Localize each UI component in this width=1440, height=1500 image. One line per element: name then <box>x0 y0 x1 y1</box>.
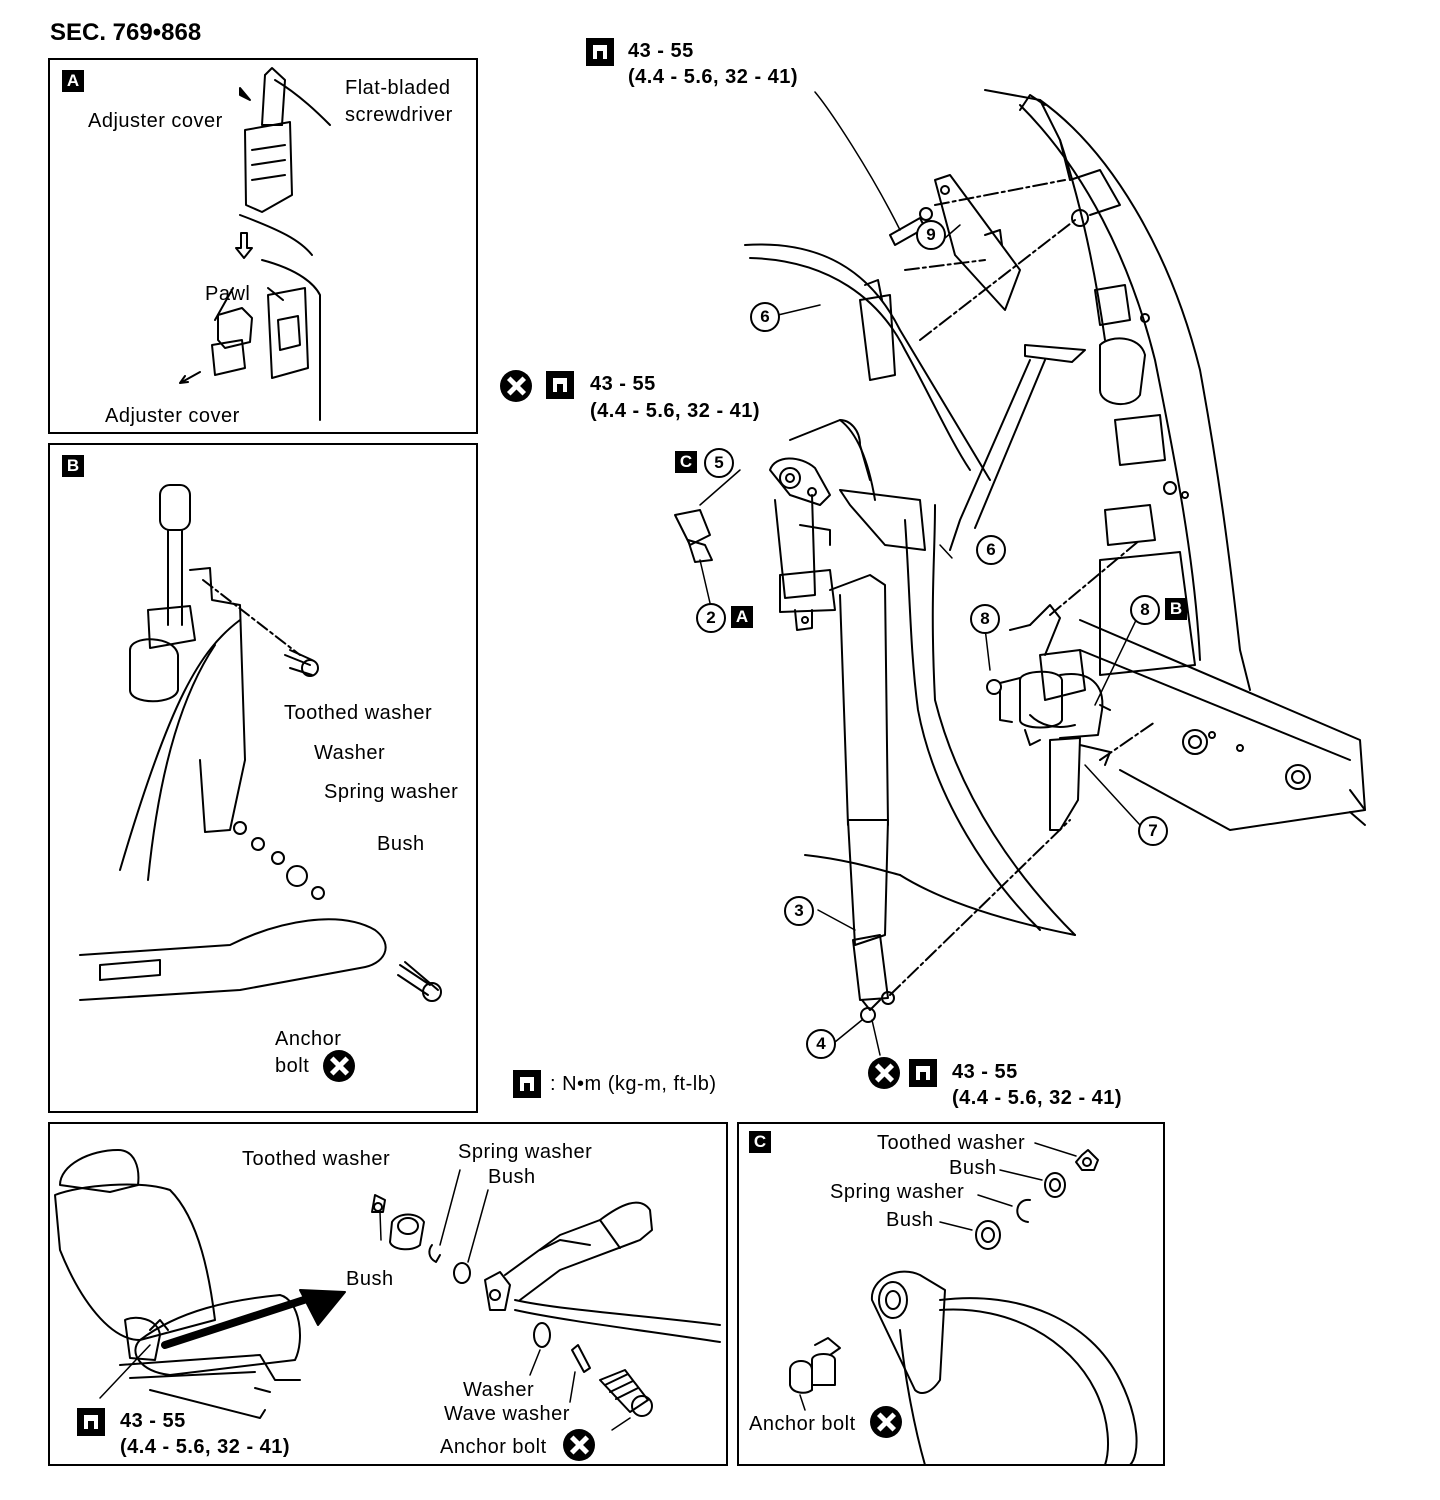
seat-torque-detail: (4.4 - 5.6, 32 - 41) <box>120 1436 291 1458</box>
panel-a-illustration <box>179 67 331 421</box>
seat-torque-wrench-icon <box>77 1408 105 1436</box>
callout-6-upper: 6 <box>750 302 780 332</box>
callout-8-right: 8 <box>1130 595 1160 625</box>
seat-toothed-washer-label: Toothed washer <box>242 1148 391 1170</box>
legend-torque-wrench-icon <box>513 1070 541 1098</box>
panel-b-illustration <box>79 484 442 1002</box>
main-assembly-illustration <box>674 89 1366 1023</box>
panel-seat-illustration <box>54 1149 721 1431</box>
mid-torque-wrench-icon <box>546 371 574 399</box>
callout-5: 5 <box>704 448 734 478</box>
panel-seat <box>48 1122 728 1466</box>
seat-spring-washer-label: Spring washer <box>458 1141 593 1163</box>
b-washer-label: Washer <box>314 742 386 764</box>
b-do-not-reuse-icon <box>323 1050 355 1082</box>
adjuster-cover-top-label: Adjuster cover <box>88 110 223 132</box>
bottom-do-not-reuse-icon <box>868 1057 900 1089</box>
b-anchor-label: Anchor <box>275 1028 342 1050</box>
b-bolt-label: bolt <box>275 1055 310 1077</box>
mid-torque-value: 43 - 55 <box>590 373 656 395</box>
panel-c-badge: C <box>749 1131 771 1153</box>
flat-bladed-label: Flat-bladed <box>345 77 451 99</box>
c-anchor-bolt-label: Anchor bolt <box>749 1413 856 1435</box>
legend-units: : N•m (kg-m, ft-lb) <box>550 1073 717 1095</box>
panel-a-badge: A <box>62 70 84 92</box>
panel-c-illustration <box>789 1142 1138 1466</box>
mid-do-not-reuse-icon <box>500 370 532 402</box>
torque-wrench-icon <box>586 38 614 66</box>
c-do-not-reuse-icon <box>870 1406 902 1438</box>
b-toothed-washer-label: Toothed washer <box>284 702 433 724</box>
seat-torque-value: 43 - 55 <box>120 1410 186 1432</box>
bottom-torque-detail: (4.4 - 5.6, 32 - 41) <box>952 1087 1123 1109</box>
bottom-torque-value: 43 - 55 <box>952 1061 1018 1083</box>
b-bush-label: Bush <box>377 833 425 855</box>
top-torque-detail: (4.4 - 5.6, 32 - 41) <box>628 66 799 88</box>
c-bush-top-label: Bush <box>949 1157 997 1179</box>
top-torque-value: 43 - 55 <box>628 40 694 62</box>
pawl-label: Pawl <box>205 283 251 305</box>
panel-b <box>48 443 478 1113</box>
callout-9: 9 <box>916 220 946 250</box>
ref-b-badge: B <box>1165 598 1187 620</box>
adjuster-cover-bottom-label: Adjuster cover <box>105 405 240 427</box>
panel-c <box>737 1122 1165 1466</box>
seat-do-not-reuse-icon <box>563 1429 595 1461</box>
seat-bush-mid-label: Bush <box>346 1268 394 1290</box>
b-spring-washer-label: Spring washer <box>324 781 459 803</box>
callout-3: 3 <box>784 896 814 926</box>
callout-4: 4 <box>806 1029 836 1059</box>
seat-anchor-bolt-label: Anchor bolt <box>440 1436 547 1458</box>
seat-wave-washer-label: Wave washer <box>444 1403 570 1425</box>
callout-6-lower: 6 <box>976 535 1006 565</box>
callout-7: 7 <box>1138 816 1168 846</box>
c-bush-bottom-label: Bush <box>886 1209 934 1231</box>
callout-8-left: 8 <box>970 604 1000 634</box>
ref-a-badge: A <box>731 606 753 628</box>
ref-c-badge: C <box>675 451 697 473</box>
seat-washer-label: Washer <box>463 1379 535 1401</box>
callout-2: 2 <box>696 603 726 633</box>
panel-b-badge: B <box>62 455 84 477</box>
bottom-torque-wrench-icon <box>909 1059 937 1087</box>
seat-bush-top-label: Bush <box>488 1166 536 1188</box>
panel-a <box>48 58 478 434</box>
callout-leaders <box>699 91 1141 1056</box>
mid-torque-detail: (4.4 - 5.6, 32 - 41) <box>590 400 761 422</box>
section-title: SEC. 769•868 <box>50 19 202 46</box>
c-spring-washer-label: Spring washer <box>830 1181 965 1203</box>
c-toothed-washer-label: Toothed washer <box>877 1132 1026 1154</box>
screwdriver-label: screwdriver <box>345 104 453 126</box>
